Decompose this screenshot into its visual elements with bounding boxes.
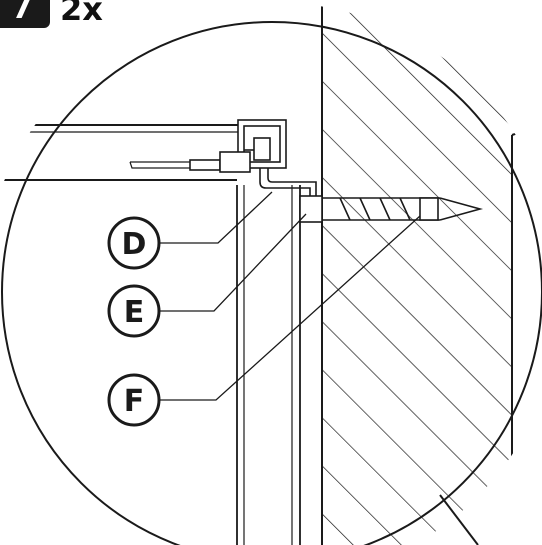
wall-plug-screw bbox=[299, 195, 484, 223]
wall-section bbox=[321, 2, 542, 545]
callout-f-leader bbox=[160, 215, 421, 401]
callout-f: F bbox=[107, 373, 161, 427]
detail-magnifier-circle bbox=[1, 21, 542, 545]
callout-d-label: D bbox=[122, 227, 147, 262]
cabinet-top-panel bbox=[0, 124, 240, 181]
quantity-label: 2x bbox=[60, 0, 103, 28]
callout-e-label: E bbox=[124, 295, 145, 330]
wall-fixing-bracket bbox=[189, 119, 317, 196]
cabinet-side-panels bbox=[236, 185, 301, 545]
callout-f-label: F bbox=[124, 384, 145, 419]
wall-hatching bbox=[322, 2, 512, 545]
callout-e: E bbox=[107, 284, 161, 338]
wall-back-edge bbox=[511, 124, 542, 136]
callout-d-leader bbox=[160, 191, 273, 244]
callout-d: D bbox=[107, 216, 161, 270]
step-number-badge: 7 bbox=[0, 0, 50, 28]
callout-e-leader bbox=[160, 213, 307, 312]
step-number: 7 bbox=[11, 0, 33, 26]
